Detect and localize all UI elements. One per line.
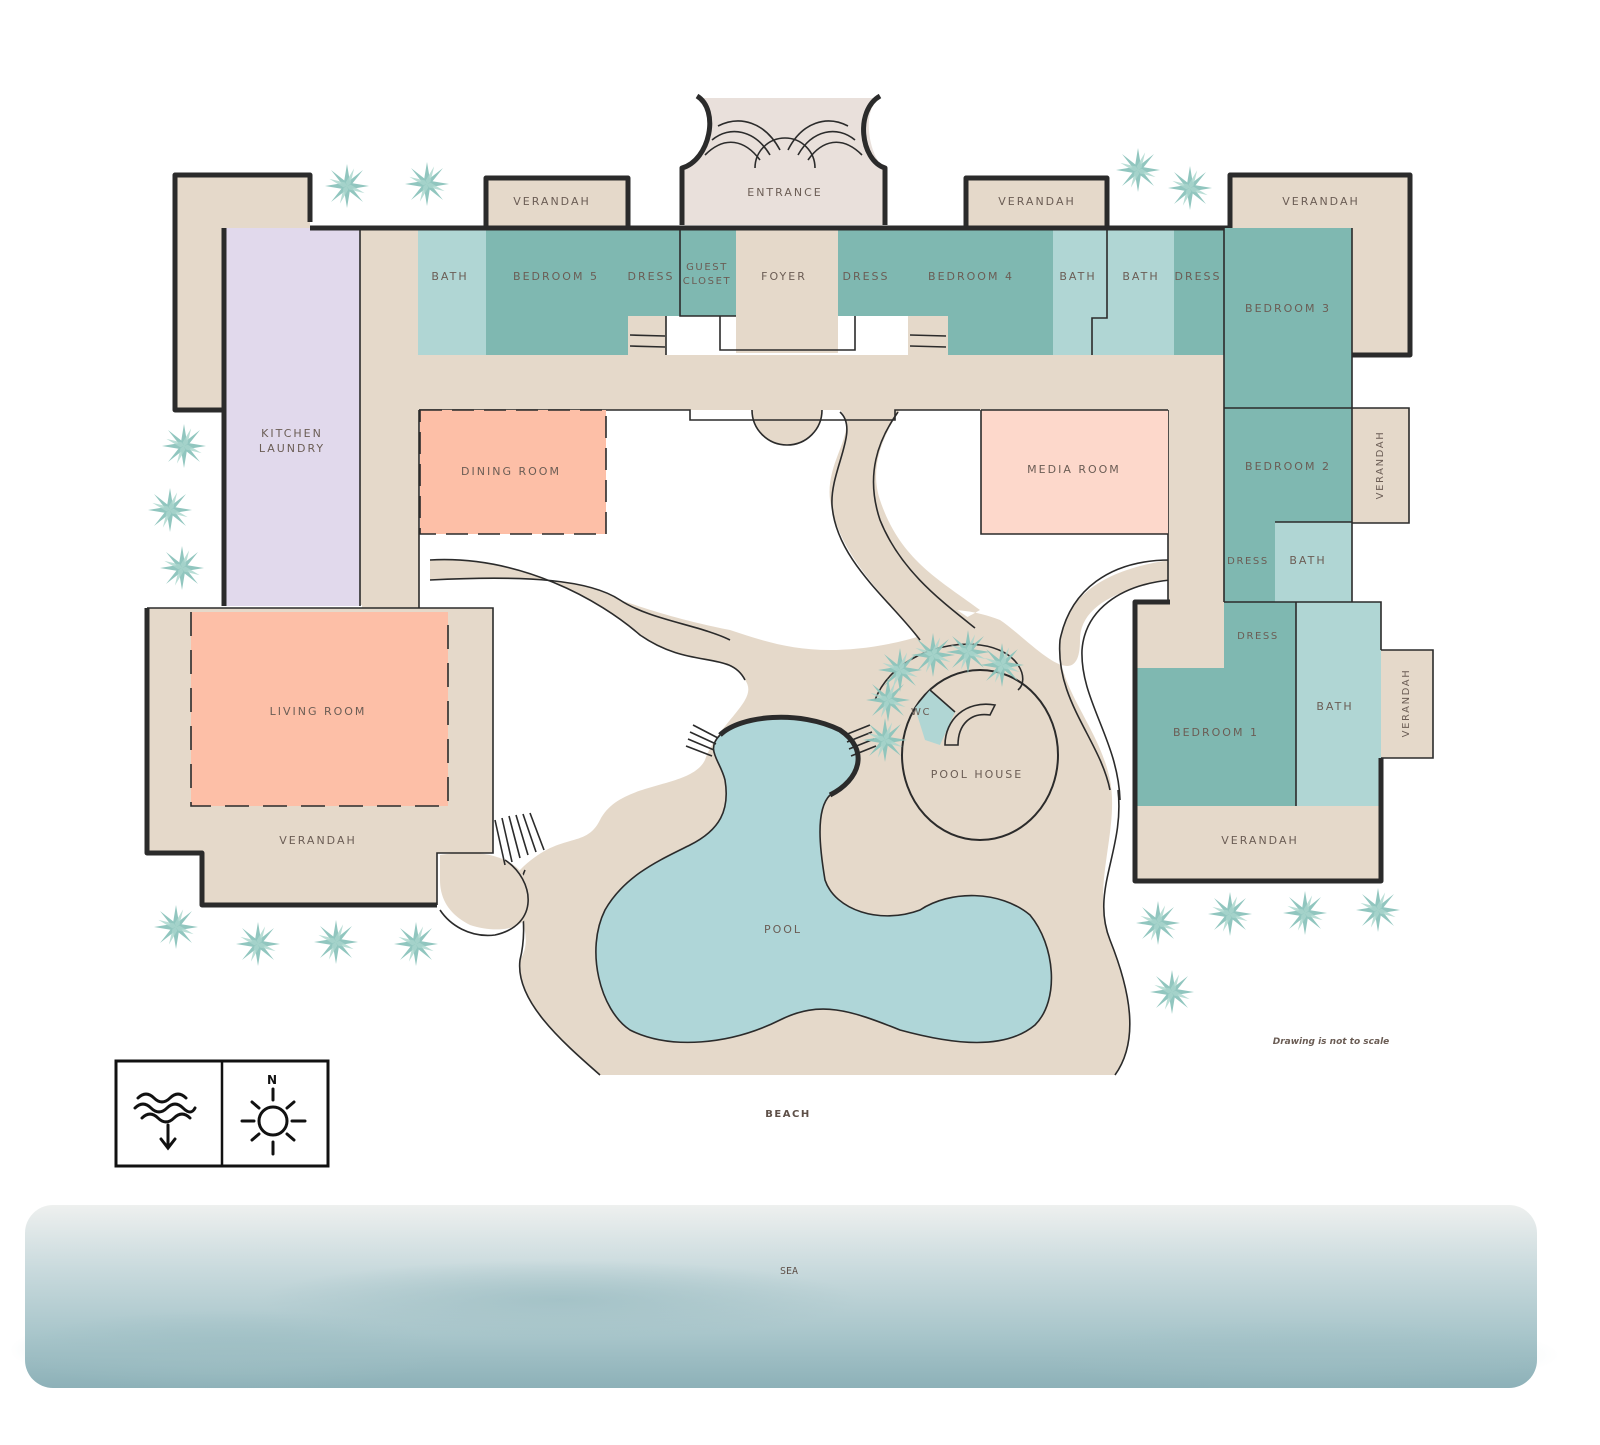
sea-direction-icon bbox=[133, 1092, 197, 1151]
pool-house: WC POOL HOUSE bbox=[860, 627, 1059, 841]
kitchen-label: KITCHEN bbox=[261, 427, 323, 440]
bedroom-1-label: BEDROOM 1 bbox=[1173, 726, 1259, 739]
plant-icon bbox=[233, 919, 283, 969]
verandah-bottom-left-label: VERANDAH bbox=[279, 834, 357, 847]
entrance-label: ENTRANCE bbox=[747, 186, 822, 199]
plant-icon bbox=[1133, 898, 1183, 948]
scale-note: Drawing is not to scale bbox=[1273, 1037, 1390, 1047]
bedroom-2-label: BEDROOM 2 bbox=[1245, 460, 1331, 473]
plant-icon bbox=[1353, 885, 1403, 935]
verandah-bottom-right-label: VERANDAH bbox=[1221, 834, 1299, 847]
dress-1-label: DRESS bbox=[1237, 631, 1279, 642]
entrance-steps bbox=[704, 120, 863, 161]
compass-north-icon bbox=[240, 1087, 307, 1156]
media-room-label: MEDIA ROOM bbox=[1027, 463, 1121, 476]
verandah-right-2-label: VERANDAH bbox=[1375, 431, 1386, 500]
wc-label: WC bbox=[911, 707, 931, 718]
plant-icon bbox=[402, 159, 452, 209]
plant-icon bbox=[1205, 889, 1255, 939]
closet-label: CLOSET bbox=[683, 276, 731, 287]
beach-label: BEACH bbox=[765, 1109, 810, 1120]
foyer-label: FOYER bbox=[761, 270, 807, 283]
plant-icon bbox=[1147, 967, 1197, 1017]
pool-house-label: POOL HOUSE bbox=[931, 768, 1024, 781]
dress-4-label: DRESS bbox=[842, 270, 889, 283]
laundry-label: LAUNDRY bbox=[259, 442, 325, 455]
living-wing: LIVING ROOM VERANDAH bbox=[144, 607, 494, 908]
north-wing: VERANDAH BATH BEDROOM 5 DRESS GUEST CLOS… bbox=[310, 93, 1413, 358]
dress-2-label: DRESS bbox=[1227, 556, 1269, 567]
dress-3-label: DRESS bbox=[1174, 270, 1221, 283]
living-room-label: LIVING ROOM bbox=[270, 705, 367, 718]
plant-icon bbox=[145, 485, 195, 535]
east-wing: BEDROOM 3 BEDROOM 2 DRESS BATH VERANDAH … bbox=[1132, 228, 1434, 884]
plant-icon bbox=[151, 902, 201, 952]
verandah-top-center-label: VERANDAH bbox=[998, 195, 1076, 208]
guest-closet-label: GUEST bbox=[686, 262, 728, 273]
pool: POOL bbox=[595, 714, 1053, 1044]
verandah-right-1-label: VERANDAH bbox=[1401, 669, 1412, 738]
bath-1-label: BATH bbox=[1316, 700, 1353, 713]
dining-room-label: DINING ROOM bbox=[461, 465, 561, 478]
bedroom-4-label: BEDROOM 4 bbox=[928, 270, 1014, 283]
bath-2-label: BATH bbox=[1289, 554, 1326, 567]
kitchen-laundry bbox=[224, 228, 360, 606]
bedroom-3-label: BEDROOM 3 bbox=[1245, 302, 1331, 315]
pool-steps-left bbox=[685, 724, 719, 757]
verandah-top-right-label: VERANDAH bbox=[1282, 195, 1360, 208]
plant-icon bbox=[322, 161, 372, 211]
media-room bbox=[981, 410, 1168, 534]
north-label: N bbox=[267, 1073, 277, 1087]
pool-label: POOL bbox=[764, 923, 802, 936]
verandah-top-left-label: VERANDAH bbox=[513, 195, 591, 208]
bath-4-label: BATH bbox=[1059, 270, 1096, 283]
sea: SEA bbox=[10, 1205, 1560, 1390]
plant-icon bbox=[1113, 145, 1163, 195]
legend: N bbox=[114, 1059, 330, 1168]
plant-icon bbox=[391, 919, 441, 969]
main-corridor bbox=[362, 355, 1222, 410]
bath-5-label: BATH bbox=[431, 270, 468, 283]
steps bbox=[494, 812, 545, 866]
plant-icon bbox=[311, 917, 361, 967]
bath-3-label: BATH bbox=[1122, 270, 1159, 283]
verandah-top-left bbox=[486, 178, 628, 228]
west-wing: KITCHEN LAUNDRY bbox=[172, 172, 420, 608]
plant-icon bbox=[157, 543, 207, 593]
plant-icon bbox=[1165, 163, 1215, 213]
dining-room bbox=[420, 410, 606, 534]
sea-label: SEA bbox=[780, 1266, 798, 1277]
plant-icon bbox=[1280, 888, 1330, 938]
dress-5-label: DRESS bbox=[627, 270, 674, 283]
plant-icon bbox=[159, 421, 209, 471]
bedroom-5-label: BEDROOM 5 bbox=[513, 270, 599, 283]
